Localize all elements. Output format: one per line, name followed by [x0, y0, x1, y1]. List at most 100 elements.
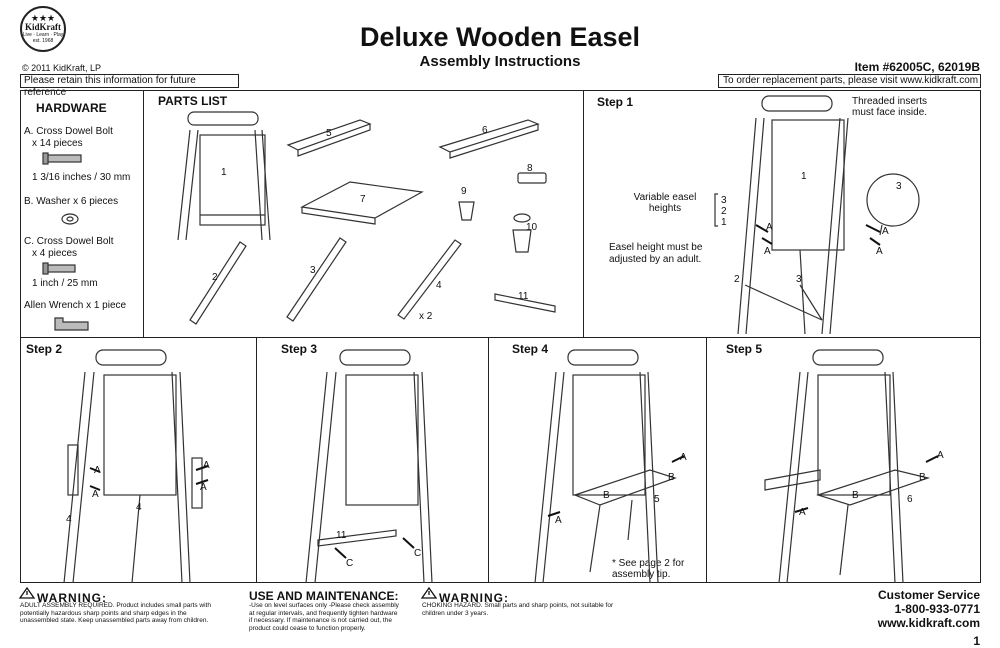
parts-divider [583, 90, 584, 337]
page-subtitle: Assembly Instructions [419, 53, 581, 70]
part-1-easel-frame-icon [177, 111, 271, 241]
parts-list-title: PARTS LIST [158, 94, 228, 108]
customer-service-title: Customer Service [877, 588, 980, 602]
copyright: © 2011 KidKraft, LP [22, 63, 102, 73]
warning1-text: ADULT ASSEMBLY REQUIRED. Product include… [20, 602, 211, 624]
logo-brand: KidKraft [25, 22, 61, 32]
instructions-frame [20, 90, 981, 583]
step1-threaded-note: Threaded inserts must face inside. [852, 96, 928, 118]
part-label-8: 8 [527, 163, 533, 174]
step2-bolt-a-1: A [94, 465, 101, 476]
warning2-title-text: WARNING: [439, 591, 509, 605]
step4-bolt-b-2: B [603, 490, 610, 501]
use-maintenance-title: USE AND MAINTENANCE: [249, 589, 399, 603]
customer-service: Customer Service 1-800-933-0771 www.kidk… [878, 588, 980, 648]
parts-x2-label: x 2 [419, 311, 433, 322]
part-8-eraser-icon [517, 172, 547, 184]
step3-title: Step 3 [281, 342, 318, 356]
part-3-leg-icon [286, 237, 347, 322]
step2-divider [256, 337, 257, 583]
step5-title: Step 5 [726, 342, 763, 356]
hardware-title: HARDWARE [36, 101, 107, 115]
step1-height-note: Easel height must be adjusted by an adul… [609, 242, 703, 265]
step5-bolt-a-2: A [799, 507, 806, 518]
step4-divider [706, 337, 707, 583]
step4-note: * See page 2 for assembly tip. [612, 558, 685, 580]
part-11-crossbar-icon [494, 293, 556, 313]
step1-height-3: 3 [721, 195, 727, 206]
step3-divider [488, 337, 489, 583]
step1-part-1: 1 [801, 171, 807, 182]
step3-easel-icon [305, 349, 433, 584]
step2-easel-icon [63, 349, 203, 584]
step1-detail-circle [866, 173, 920, 227]
part-7-shelf-icon [300, 181, 424, 225]
logo-est: est. 1968 [32, 38, 54, 44]
item-number: Item #62005C, 62019B [854, 60, 980, 74]
part-label-3: 3 [310, 265, 316, 276]
step2-title: Step 2 [26, 342, 63, 356]
part-label-9: 9 [461, 186, 467, 197]
part-4-leg-icon [397, 239, 462, 320]
part-label-5: 5 [326, 128, 332, 139]
page-title: Deluxe Wooden Easel [359, 22, 641, 52]
warning2-title: WARNING: [439, 589, 509, 607]
stars-icon: ★★★ [30, 13, 56, 23]
cross-dowel-bolt-a-icon [42, 152, 82, 165]
warning-icons [18, 586, 438, 599]
part-6-tray-icon [438, 119, 540, 159]
step2-part-4-left: 4 [66, 514, 72, 525]
page-number: 1 [973, 634, 980, 648]
step3-bolt-c-2: C [414, 548, 422, 559]
kidkraft-logo: ★★★ KidKraft Live · Learn · Play est. 19… [20, 6, 66, 52]
step1-title: Step 1 [597, 95, 634, 109]
step2-bolt-a-4: A [200, 482, 207, 493]
step5-bolt-b-1: B [919, 472, 926, 483]
order-notice: To order replacement parts, please visit… [718, 74, 981, 88]
step4-part-5: 5 [654, 494, 660, 505]
retain-notice-text: Please retain this information for futur… [24, 75, 196, 98]
row-divider [20, 337, 981, 338]
order-notice-text: To order replacement parts, please visit… [723, 75, 979, 86]
logo-tagline: Live · Learn · Play [22, 32, 64, 38]
step3-bolt-c-1: C [346, 558, 354, 569]
step1-part-2: 2 [734, 274, 740, 285]
step4-easel-icon [534, 349, 677, 584]
hardware-a-line1: A. Cross Dowel Bolt [24, 126, 113, 137]
part-label-2: 2 [212, 272, 218, 283]
step4-bolt-a-2: A [555, 515, 562, 526]
step2-part-4-right: 4 [136, 502, 142, 513]
step1-height-1: 1 [721, 217, 727, 228]
warning1-title-text: WARNING: [37, 591, 107, 605]
step2-bolt-a-2: A [92, 489, 99, 500]
hardware-a-line2: x 14 pieces [32, 138, 83, 149]
part-label-4: 4 [436, 280, 442, 291]
use-maintenance-text: -Use on level surfaces only -Please chec… [249, 602, 399, 632]
part-label-6: 6 [482, 125, 488, 136]
part-label-7: 7 [360, 194, 366, 205]
step1-easel-icon [714, 95, 920, 335]
part-label-1: 1 [221, 167, 227, 178]
step5-easel-icon [764, 349, 931, 584]
step4-bolt-b-1: B [668, 472, 675, 483]
hardware-c-size: 1 inch / 25 mm [32, 278, 98, 289]
allen-wrench-icon [54, 317, 89, 331]
warning2-text: CHOKING HAZARD. Small parts and sharp po… [422, 602, 614, 617]
step2-bolt-a-3: A [203, 460, 210, 471]
retain-notice: Please retain this information for futur… [20, 74, 239, 98]
part-5-tray-icon [286, 119, 372, 157]
step5-part-6: 6 [907, 494, 913, 505]
step1-bolt-a-3: A [882, 226, 889, 237]
step4-bolt-a-1: A [680, 452, 687, 463]
step1-bolt-a-4: A [876, 246, 883, 257]
warning1-title: WARNING: [37, 589, 107, 607]
customer-service-phone: 1-800-933-0771 [894, 602, 980, 616]
hardware-c-line2: x 4 pieces [32, 248, 78, 259]
hardware-c-line1: C. Cross Dowel Bolt [24, 236, 114, 247]
washer-icon [61, 213, 79, 225]
step3-part-11: 11 [336, 530, 347, 541]
step5-bolt-b-2: B [852, 490, 859, 501]
part-10-cup-icon [512, 213, 532, 253]
part-label-10: 10 [526, 222, 538, 233]
